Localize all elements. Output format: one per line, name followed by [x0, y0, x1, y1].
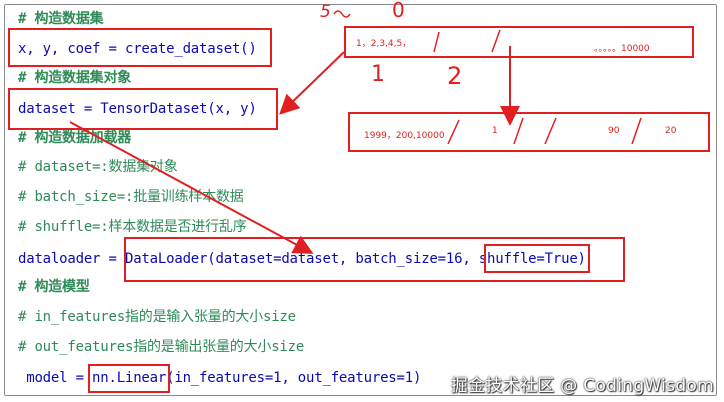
code-panel	[4, 4, 717, 396]
comment-dataset-param: # dataset=:数据集对象	[18, 159, 178, 175]
code-model-linear: model = nn.Linear(in_features=1, out_fea…	[18, 370, 422, 386]
highlight-nn-linear	[88, 364, 170, 393]
code-tensor-dataset: dataset = TensorDataset(x, y)	[18, 101, 257, 117]
comment-batch-size-param: # batch_size=:批量训练样本数据	[18, 189, 244, 205]
comment-build-dataset: # 构造数据集	[18, 11, 104, 27]
code-create-dataset: x, y, coef = create_dataset()	[18, 41, 257, 57]
comment-build-model: # 构造模型	[18, 279, 90, 295]
handwritten-five-hundred: 5	[320, 2, 331, 22]
highlight-shuffle	[484, 244, 590, 273]
annotation-box-features-end: 。。。。。10000	[594, 44, 650, 54]
code-dataloader: dataloader = DataLoader(dataset=dataset,…	[18, 251, 586, 267]
handwritten-one: 1	[371, 62, 385, 87]
comment-in-features: # in_features指的是输入张量的大小size	[18, 309, 296, 325]
highlight-dataloader	[124, 237, 625, 282]
annotation-box-samples-twenty: 20	[665, 126, 677, 136]
annotation-box-features-values: 1，2,3,4,5，	[356, 39, 412, 49]
handwritten-zero: 0	[392, 0, 405, 22]
annotation-box-samples-one: 1	[492, 126, 498, 136]
annotation-box-samples-ninety: 90	[608, 126, 620, 136]
handwritten-two: 2	[447, 62, 463, 90]
comment-out-features: # out_features指的是输出张量的大小size	[18, 339, 305, 355]
comment-shuffle-param: # shuffle=:样本数据是否进行乱序	[18, 219, 247, 235]
comment-build-dataset-object: # 构造数据集对象	[18, 70, 132, 86]
highlight-tensor-dataset	[8, 88, 278, 130]
annotation-box-samples-values: 1999，200,10000	[364, 131, 445, 141]
watermark: 掘金技术社区 @ CodingWisdom	[450, 376, 714, 396]
annotation-box-features	[344, 26, 694, 58]
highlight-create-dataset	[8, 28, 272, 67]
annotation-box-samples	[348, 112, 710, 152]
